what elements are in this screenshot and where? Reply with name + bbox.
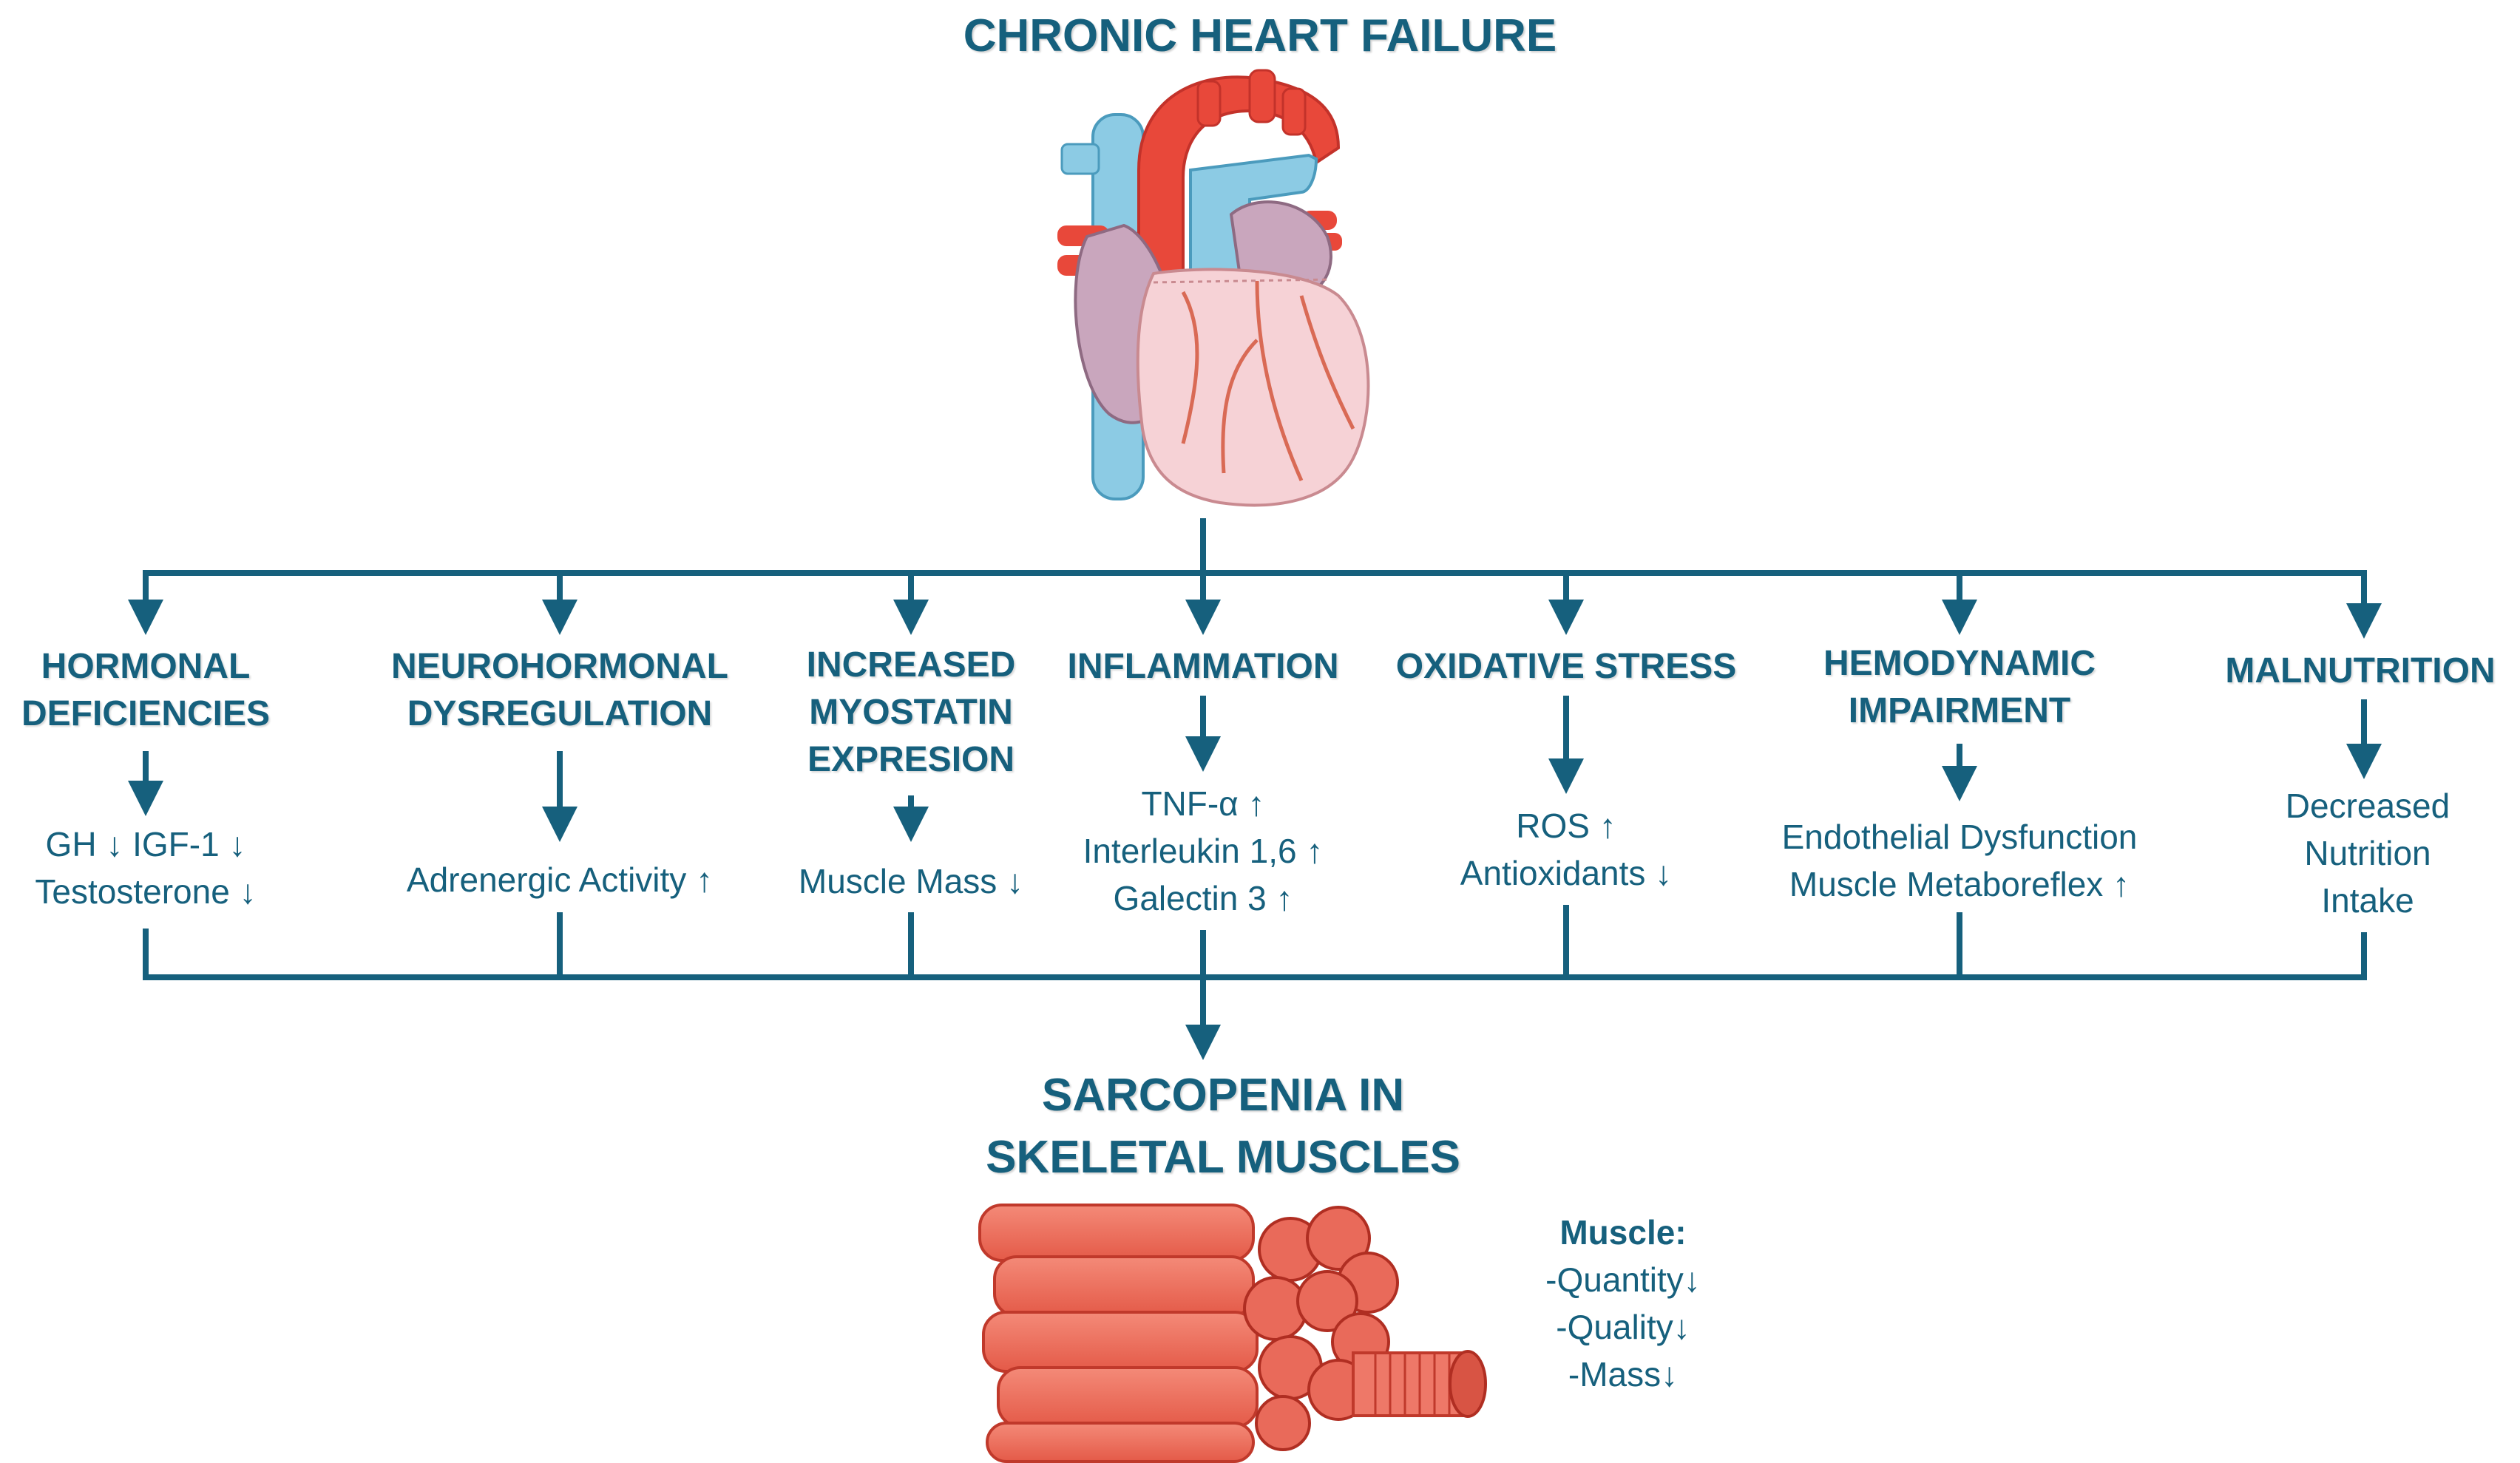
cause-details-hemodynamic: Endothelial Dysfunction Muscle Metaboref… xyxy=(1730,813,2189,908)
heading-line: DEFICIENCIES xyxy=(21,694,271,733)
heading-line: HORMONAL xyxy=(41,647,251,686)
muscle-legend-heading: Muscle: xyxy=(1559,1213,1687,1252)
cause-details-neurohormonal: Adrenergic Activity ↑ xyxy=(364,856,756,903)
heading-line: HEMODYNAMIC xyxy=(1823,644,2096,683)
heart-icon xyxy=(1057,69,1370,507)
cause-details-malnutrition: Decreased Nutrition Intake xyxy=(2242,782,2493,924)
heading-line: DYSREGULATION xyxy=(407,694,713,733)
cause-heading-oxidative: OXIDATIVE STRESS xyxy=(1381,643,1751,690)
heading-line: EXPRESION xyxy=(807,740,1015,779)
heading-line: NEUROHORMONAL xyxy=(391,647,728,686)
detail-line: Nutrition xyxy=(2304,834,2431,872)
detail-line: TNF-α ↑ xyxy=(1141,784,1265,823)
muscle-legend-item: -Quality↓ xyxy=(1556,1308,1690,1346)
cause-details-myostatin: Muscle Mass ↓ xyxy=(770,858,1051,905)
connectors xyxy=(128,518,2382,1060)
heading-line: OXIDATIVE STRESS xyxy=(1395,647,1737,686)
detail-line: Endothelial Dysfunction xyxy=(1781,818,2138,856)
detail-line: Intake xyxy=(2321,881,2414,920)
cause-details-oxidative: ROS ↑ Antioxidants ↓ xyxy=(1400,802,1732,897)
detail-line: Adrenergic Activity ↑ xyxy=(406,861,714,899)
heading-line: MYOSTATIN xyxy=(809,693,1013,732)
cause-heading-hemodynamic: HEMODYNAMIC IMPAIRMENT xyxy=(1789,640,2130,735)
cause-heading-neurohormonal: NEUROHORMONAL DYSREGULATION xyxy=(379,643,741,738)
heading-line: IMPAIRMENT xyxy=(1848,691,2071,730)
detail-line: ROS ↑ xyxy=(1516,807,1616,845)
detail-line: Antioxidants ↓ xyxy=(1460,854,1673,892)
detail-line: Muscle Mass ↓ xyxy=(798,862,1024,900)
detail-line: Interleukin 1,6 ↑ xyxy=(1083,832,1324,870)
cause-details-inflammation: TNF-α ↑ Interleukin 1,6 ↑ Galectin 3 ↑ xyxy=(1051,780,1355,922)
heading-line: INFLAMMATION xyxy=(1067,647,1339,686)
detail-line: Decreased xyxy=(2285,787,2450,825)
heading-line: INCREASED xyxy=(806,645,1016,685)
cause-heading-inflammation: INFLAMMATION xyxy=(1051,643,1355,690)
detail-line: Muscle Metaboreflex ↑ xyxy=(1789,865,2130,903)
muscle-legend-item: -Mass↓ xyxy=(1568,1355,1679,1394)
cause-heading-myostatin: INCREASED MYOSTATIN EXPRESION xyxy=(785,642,1037,784)
cause-heading-malnutrition: MALNUTRITION xyxy=(2205,648,2516,695)
detail-line: Testosterone ↓ xyxy=(35,872,257,911)
heading-line: MALNUTRITION xyxy=(2225,651,2496,690)
cause-heading-hormonal: HORMONAL DEFICIENCIES xyxy=(1,643,290,738)
detail-line: Galectin 3 ↑ xyxy=(1113,879,1293,917)
muscle-legend: Muscle: -Quantity↓ -Quality↓ -Mass↓ xyxy=(1501,1209,1745,1398)
outcome-line: SARCOPENIA IN xyxy=(1041,1070,1405,1121)
detail-line: GH ↓ IGF-1 ↓ xyxy=(45,825,246,863)
cause-details-hormonal: GH ↓ IGF-1 ↓ Testosterone ↓ xyxy=(1,821,290,915)
muscle-legend-item: -Quantity↓ xyxy=(1545,1260,1701,1299)
page-title: CHRONIC HEART FAILURE xyxy=(963,10,1557,61)
outcome-line: SKELETAL MUSCLES xyxy=(986,1132,1460,1183)
outcome-title: SARCOPENIA IN SKELETAL MUSCLES xyxy=(890,1065,1556,1189)
muscle-fiber-icon xyxy=(978,1204,1487,1463)
